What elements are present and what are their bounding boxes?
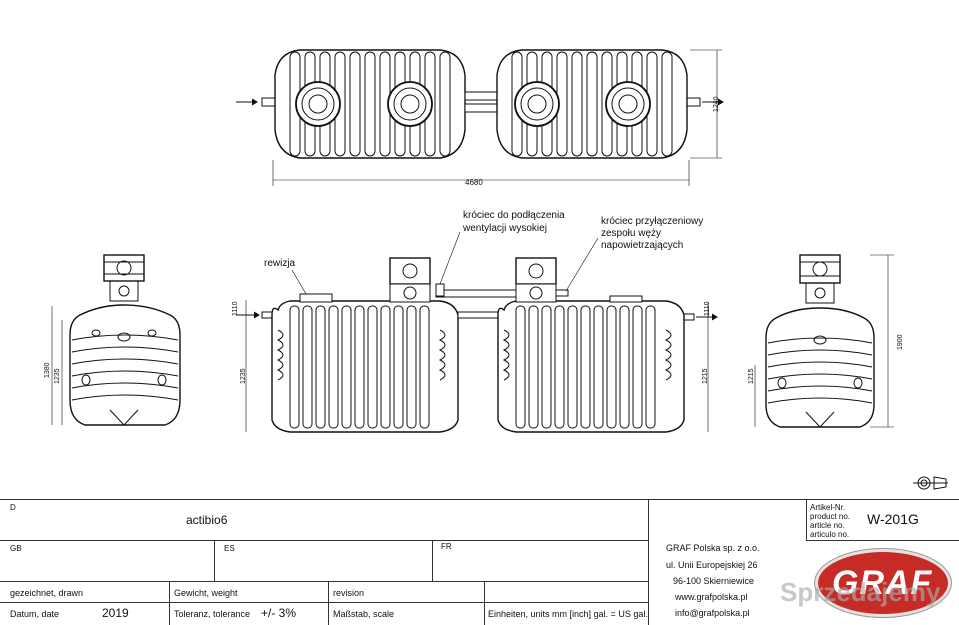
es-label: ES — [224, 544, 235, 553]
top-width-dim: 4680 — [465, 178, 483, 187]
company-line-3: 96-100 Skierniewice — [673, 576, 755, 586]
company-line-2: ul. Unii Europejskiej 26 — [666, 560, 758, 570]
scale-label: Maßstab, scale — [333, 609, 395, 619]
title-block: D actibio6 GB ES FR gezeichnet, drawn Ge… — [0, 499, 959, 625]
company-line-5: info@grafpolska.pl — [675, 608, 750, 618]
date-label: Datum, date — [10, 609, 60, 619]
article-label-1: Artikel-Nr. — [810, 503, 846, 512]
side-right-dim: 1215 — [702, 368, 709, 384]
watermark: Sprzedajemy — [780, 577, 941, 607]
company-line-1: GRAF Polska sp. z o.o. — [666, 543, 760, 553]
rewizja-label: rewizja — [264, 258, 296, 269]
side-left-top-dim: 1110 — [232, 301, 239, 316]
article-value: W-201G — [867, 511, 919, 527]
article-label-4: articulo no. — [810, 530, 850, 539]
graf-logo: GRAF — [815, 549, 951, 617]
hose-label-1: króciec przyłączeniowy — [601, 216, 704, 227]
d-label: D — [10, 503, 16, 512]
vent-label-2: wentylacji wysokiej — [463, 223, 547, 234]
side-right-top-dim: 1110 — [704, 301, 711, 316]
logo-text: GRAF — [832, 564, 933, 602]
tolerance-label: Toleranz, tolerance — [174, 609, 251, 619]
projection-symbol-icon — [913, 476, 948, 490]
top-height-dim: 1240 — [713, 96, 720, 112]
end-view-right — [754, 254, 894, 428]
fr-label: FR — [441, 542, 452, 551]
company-line-4: www.grafpolska.pl — [675, 592, 748, 602]
end-right-inner-dim: 1215 — [748, 368, 755, 384]
end-left-outer-dim: 1380 — [44, 362, 51, 378]
vent-label-1: króciec do podłączenia — [463, 210, 565, 221]
units-label: Einheiten, units mm [inch] gal. = US gal… — [488, 609, 648, 619]
side-left-dim: 1235 — [240, 368, 247, 384]
tolerance-value: +/- 3% — [261, 606, 297, 620]
end-left-inner-dim: 1235 — [54, 368, 61, 384]
hose-label-3: napowietrzających — [601, 240, 684, 251]
technical-drawing — [51, 49, 948, 490]
side-view — [236, 231, 718, 433]
article-label-3: article no. — [810, 521, 845, 530]
article-label-2: product no. — [810, 512, 851, 521]
revision-label: revision — [333, 588, 365, 598]
product-name: actibio6 — [186, 513, 228, 527]
date-value: 2019 — [102, 606, 129, 620]
weight-label: Gewicht, weight — [174, 588, 238, 598]
end-view-left — [51, 254, 181, 426]
drawn-label: gezeichnet, drawn — [10, 588, 84, 598]
gb-label: GB — [10, 544, 22, 553]
top-view — [236, 49, 724, 186]
end-right-outer-dim: 1900 — [897, 334, 904, 350]
hose-label-2: zespołu węży — [601, 228, 662, 239]
